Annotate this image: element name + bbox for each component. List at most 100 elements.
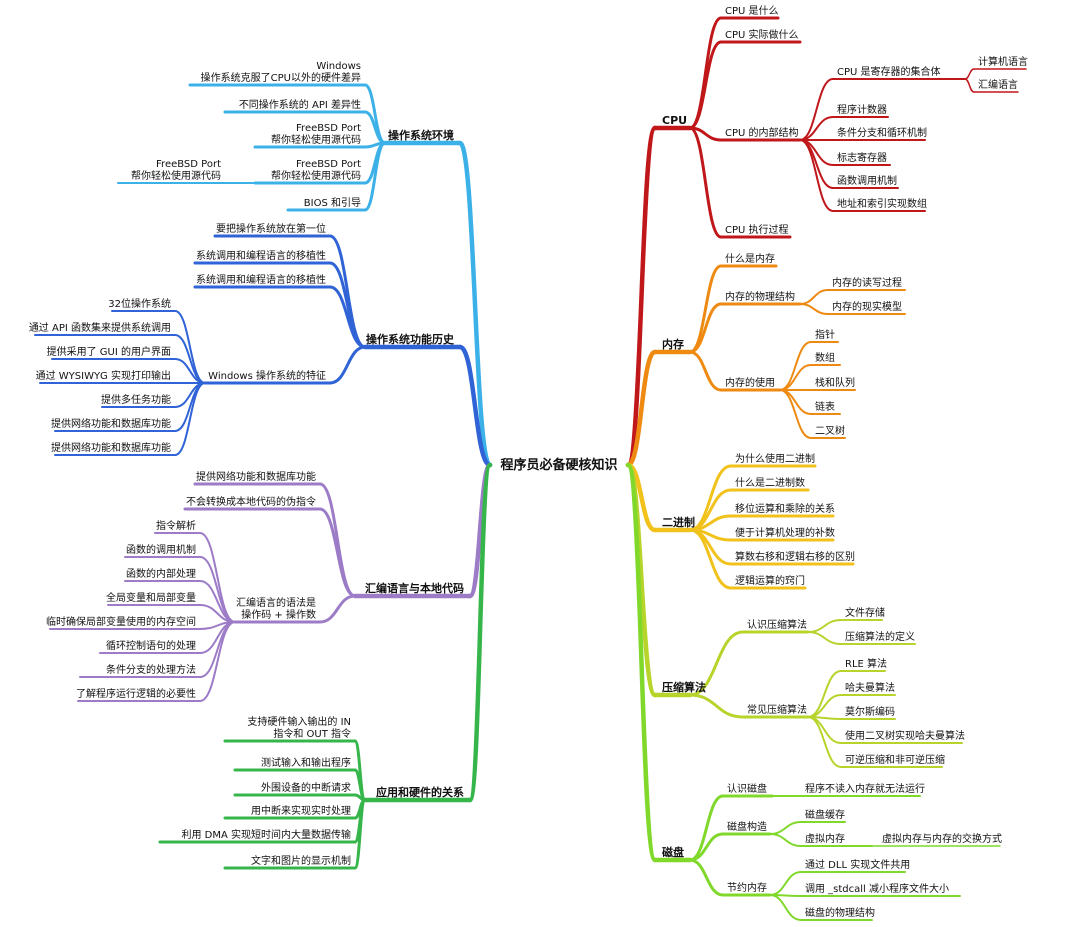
disk-branch <box>625 462 658 863</box>
cpu-node-2-0-0: 计算机语言 <box>978 55 1028 68</box>
compression-edge-1-4 <box>807 716 842 768</box>
asm-node-2: 汇编语言的语法是操作码 + 操作数 <box>236 596 316 621</box>
asm-edge-2-0 <box>199 532 236 623</box>
binary-node-3: 便于计算机处理的补数 <box>735 526 835 539</box>
compression-node-0: 认识压缩算法 <box>747 618 807 631</box>
disk-node-0-0: 程序不读入内存就无法运行 <box>805 782 925 795</box>
asm-node-2-3: 全局变量和局部变量 <box>106 591 196 604</box>
cpu-node-2-0: CPU 是寄存器的集合体 <box>837 65 941 78</box>
memory-node-2-1: 数组 <box>815 351 835 364</box>
os_env-node-4: BIOS 和引导 <box>304 197 361 209</box>
os_hist-edge-0 <box>328 234 367 349</box>
memory-node-2-0: 指针 <box>815 328 835 341</box>
disk-node-1: 磁盘构造 <box>727 820 767 833</box>
root-topic: 程序员必备硬核知识 <box>500 457 617 473</box>
os_env-topic: 操作系统环境 <box>388 128 454 142</box>
memory-node-2-4: 二叉树 <box>815 424 845 437</box>
disk-topic: 磁盘 <box>662 845 684 859</box>
os_env-node-1: 不同操作系统的 API 差异性 <box>239 98 361 111</box>
compression-edge-0 <box>688 630 745 697</box>
cpu-edge-3 <box>688 126 723 239</box>
os_hist-topic: 操作系统功能历史 <box>366 332 455 346</box>
memory-node-1: 内存的物理结构 <box>725 290 795 303</box>
compression-node-1-3: 使用二叉树实现哈夫曼算法 <box>845 729 965 742</box>
memory-node-0: 什么是内存 <box>725 252 775 265</box>
compression-node-1-0: RLE 算法 <box>845 657 887 670</box>
binary-node-4: 算数右移和逻辑右移的区别 <box>735 550 855 563</box>
memory-node-2-3: 链表 <box>815 400 835 413</box>
asm-edge-1 <box>318 507 357 598</box>
cpu-branch <box>625 125 658 468</box>
os_hist-node-3-2: 提供采用了 GUI 的用户界面 <box>47 345 171 358</box>
disk-node-1-1: 虚拟内存 <box>805 832 845 845</box>
cpu-edge-1 <box>688 40 723 130</box>
cpu-node-3: CPU 执行过程 <box>725 223 789 236</box>
asm-topic: 汇编语言与本地代码 <box>365 581 464 595</box>
disk-node-2-1: 调用 _stdcall 减小程序文件大小 <box>805 882 949 895</box>
cpu-edge-2-0-1 <box>964 78 975 93</box>
cpu-node-2-0-1: 汇编语言 <box>978 78 1018 91</box>
os_hist-node-3-0: 32位操作系统 <box>108 297 171 310</box>
asm-edge-2 <box>318 594 357 624</box>
hw-node-4: 利用 DMA 实现短时间内大量数据传输 <box>181 828 351 841</box>
cpu-topic: CPU <box>662 114 687 127</box>
cpu-edge-2-0-0 <box>964 68 975 80</box>
os_hist-node-3-1: 通过 API 函数集来提供系统调用 <box>29 321 171 334</box>
compression-node-1-1: 哈夫曼算法 <box>845 681 895 694</box>
asm-edge-2-6 <box>199 621 236 678</box>
binary-node-5: 逻辑运算的窍门 <box>735 574 805 587</box>
disk-edge-1-1 <box>769 833 802 847</box>
memory-branch <box>625 349 658 468</box>
disk-node-0: 认识磁盘 <box>727 782 767 795</box>
compression-edge-1-0 <box>807 670 842 718</box>
disk-node-2-2: 磁盘的物理结构 <box>805 906 875 919</box>
disk-edge-0 <box>688 794 725 862</box>
cpu-node-2-3: 标志寄存器 <box>837 151 887 164</box>
hw-topic: 应用和硬件的关系 <box>376 785 464 799</box>
os_env-branch <box>457 140 493 468</box>
cpu-node-1: CPU 实际做什么 <box>725 28 799 41</box>
memory-edge-1 <box>688 302 723 354</box>
os_hist-edge-3-6 <box>174 382 206 456</box>
cpu-node-2-5: 地址和索引实现数组 <box>837 197 927 210</box>
memory-node-1-0: 内存的读写过程 <box>832 276 902 289</box>
os_hist-edge-3 <box>328 345 367 385</box>
asm-node-2-2: 函数的内部处理 <box>126 567 196 580</box>
os_hist-node-0: 要把操作系统放在第一位 <box>216 222 326 235</box>
asm-node-2-0: 指令解析 <box>156 519 196 532</box>
os_env-edge-4 <box>363 141 387 212</box>
memory-edge-0 <box>688 264 723 354</box>
hw-node-2: 外围设备的中断请求 <box>261 781 351 794</box>
asm-edge-2-7 <box>199 621 236 702</box>
cpu-edge-2-0 <box>799 78 834 141</box>
compression-node-0-0: 文件存储 <box>845 606 885 619</box>
asm-node-1: 不会转换成本地代码的伪指令 <box>186 495 316 508</box>
binary-edge-5 <box>688 528 733 590</box>
disk-edge-1-0 <box>769 821 802 835</box>
os_hist-node-3: Windows 操作系统的特征 <box>208 369 326 382</box>
compression-node-1-4: 可逆压缩和非可逆压缩 <box>845 753 945 766</box>
os_hist-edge-1 <box>328 261 367 349</box>
os_hist-node-3-4: 提供多任务功能 <box>101 393 171 406</box>
cpu-edge-0 <box>688 16 723 130</box>
disk-node-1-0: 磁盘缓存 <box>805 808 845 821</box>
compression-node-1-2: 莫尔斯编码 <box>845 705 895 718</box>
hw-node-3: 用中断来实现实时处理 <box>251 804 351 817</box>
memory-edge-2 <box>688 350 723 392</box>
asm-node-2-7: 了解程序运行逻辑的必要性 <box>76 687 196 700</box>
asm-node-0: 提供网络功能和数据库功能 <box>196 470 316 483</box>
os_hist-node-2: 系统调用和编程语言的移植性 <box>196 273 326 286</box>
compression-topic: 压缩算法 <box>662 680 706 694</box>
cpu-node-2: CPU 的内部结构 <box>725 126 799 139</box>
disk-edge-2-2 <box>769 894 802 921</box>
os_hist-node-3-5: 提供网络功能和数据库功能 <box>51 417 171 430</box>
cpu-edge-2-5 <box>799 139 834 212</box>
hw-branch <box>467 462 493 803</box>
binary-edge-0 <box>688 464 733 532</box>
